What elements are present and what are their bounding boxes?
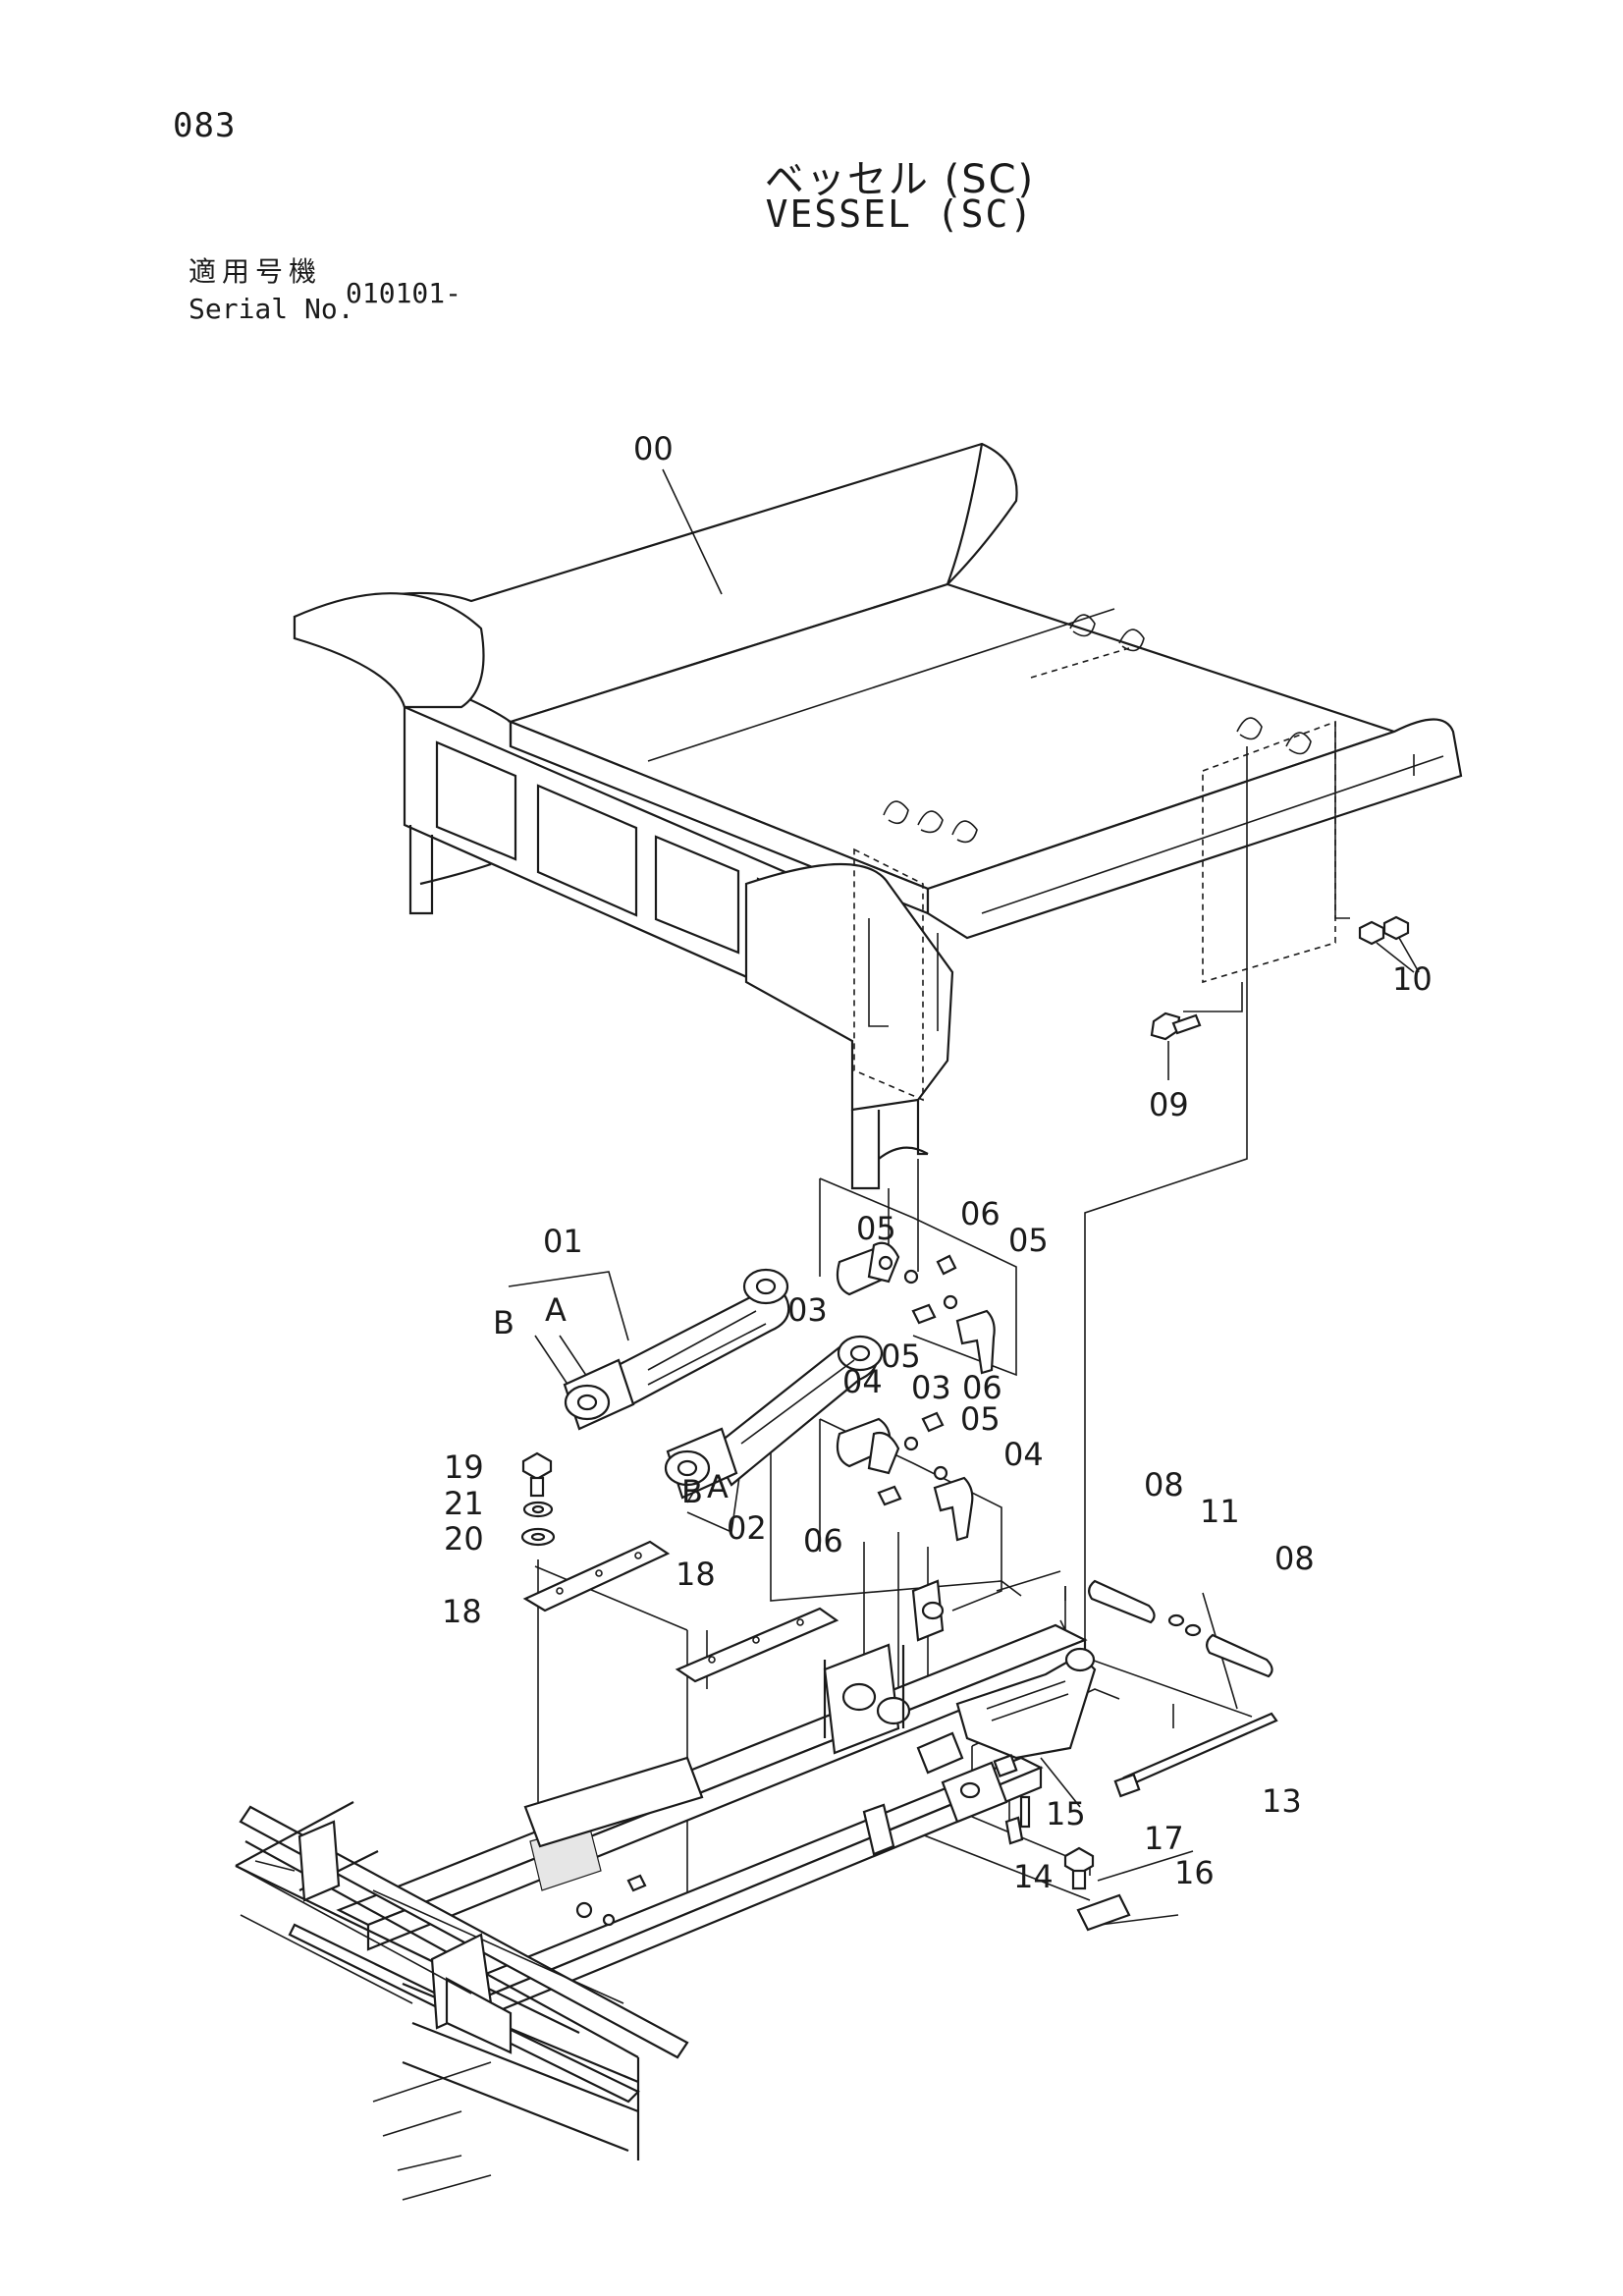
- vessel-body: [293, 442, 1463, 1190]
- callout-06-upper: 06: [960, 1195, 1001, 1232]
- callout-01: 01: [543, 1223, 583, 1260]
- page-number: 083: [173, 106, 237, 145]
- callout-21: 21: [444, 1485, 484, 1522]
- callout-05-lower-right: 05: [960, 1400, 1001, 1438]
- callout-19: 19: [444, 1449, 484, 1486]
- callout-20: 20: [444, 1520, 484, 1558]
- callout-08-left: 08: [1144, 1466, 1184, 1503]
- chassis-frame: [235, 1579, 1131, 2201]
- callout-16: 16: [1174, 1854, 1215, 1891]
- callout-09: 09: [1149, 1086, 1189, 1123]
- callout-03-lower: 03: [911, 1369, 951, 1406]
- hinge-pin-assembly-lower: [836, 1411, 974, 1542]
- mounting-plates: [522, 1540, 839, 1683]
- callout-04-left: 04: [842, 1363, 883, 1400]
- callout-06-middle: 06: [962, 1369, 1002, 1406]
- callout-b-cylinder-02: B: [681, 1473, 703, 1510]
- callout-18-left: 18: [442, 1593, 482, 1630]
- callout-02: 02: [727, 1509, 767, 1547]
- callout-a-cylinder-02: A: [707, 1468, 729, 1505]
- callout-14: 14: [1013, 1858, 1054, 1895]
- callout-06-lower: 06: [803, 1522, 843, 1559]
- callout-17: 17: [1144, 1820, 1184, 1857]
- callout-18-right: 18: [676, 1556, 716, 1593]
- callout-10: 10: [1392, 960, 1433, 998]
- callout-b-cylinder-01: B: [493, 1304, 514, 1341]
- page-title-english: VESSEL (SC): [765, 192, 1035, 236]
- callout-04-right: 04: [1003, 1436, 1044, 1473]
- callout-a-cylinder-01: A: [545, 1291, 567, 1329]
- bolt-washer-stack: [520, 1451, 556, 1547]
- bolt-09: [1150, 1011, 1202, 1080]
- callout-05-upper-right: 05: [1008, 1222, 1049, 1259]
- serial-number-value: 010101-: [346, 277, 462, 309]
- callout-03-upper: 03: [787, 1291, 828, 1329]
- callout-05-lower-left: 05: [881, 1338, 921, 1375]
- callout-11: 11: [1200, 1493, 1240, 1530]
- callout-15: 15: [1046, 1795, 1086, 1832]
- nut-pair: [1358, 915, 1420, 973]
- callout-00: 00: [633, 430, 674, 467]
- roller-parts: [1088, 1579, 1278, 1798]
- callout-08-right: 08: [1274, 1540, 1315, 1577]
- serial-label: 適用号機 Serial No.: [189, 253, 354, 328]
- hinge-pin-assembly-upper: [836, 1241, 996, 1375]
- callout-05-upper-left: 05: [856, 1210, 896, 1247]
- callout-13: 13: [1262, 1782, 1302, 1820]
- hoist-cylinder-02: [664, 1335, 884, 1500]
- serial-label-japanese: 適用号機: [189, 255, 323, 288]
- hoist-cylinder-01: [563, 1268, 790, 1431]
- serial-label-english: Serial No.: [189, 293, 354, 325]
- page-title-japanese: ベッセル (SC): [764, 157, 1036, 202]
